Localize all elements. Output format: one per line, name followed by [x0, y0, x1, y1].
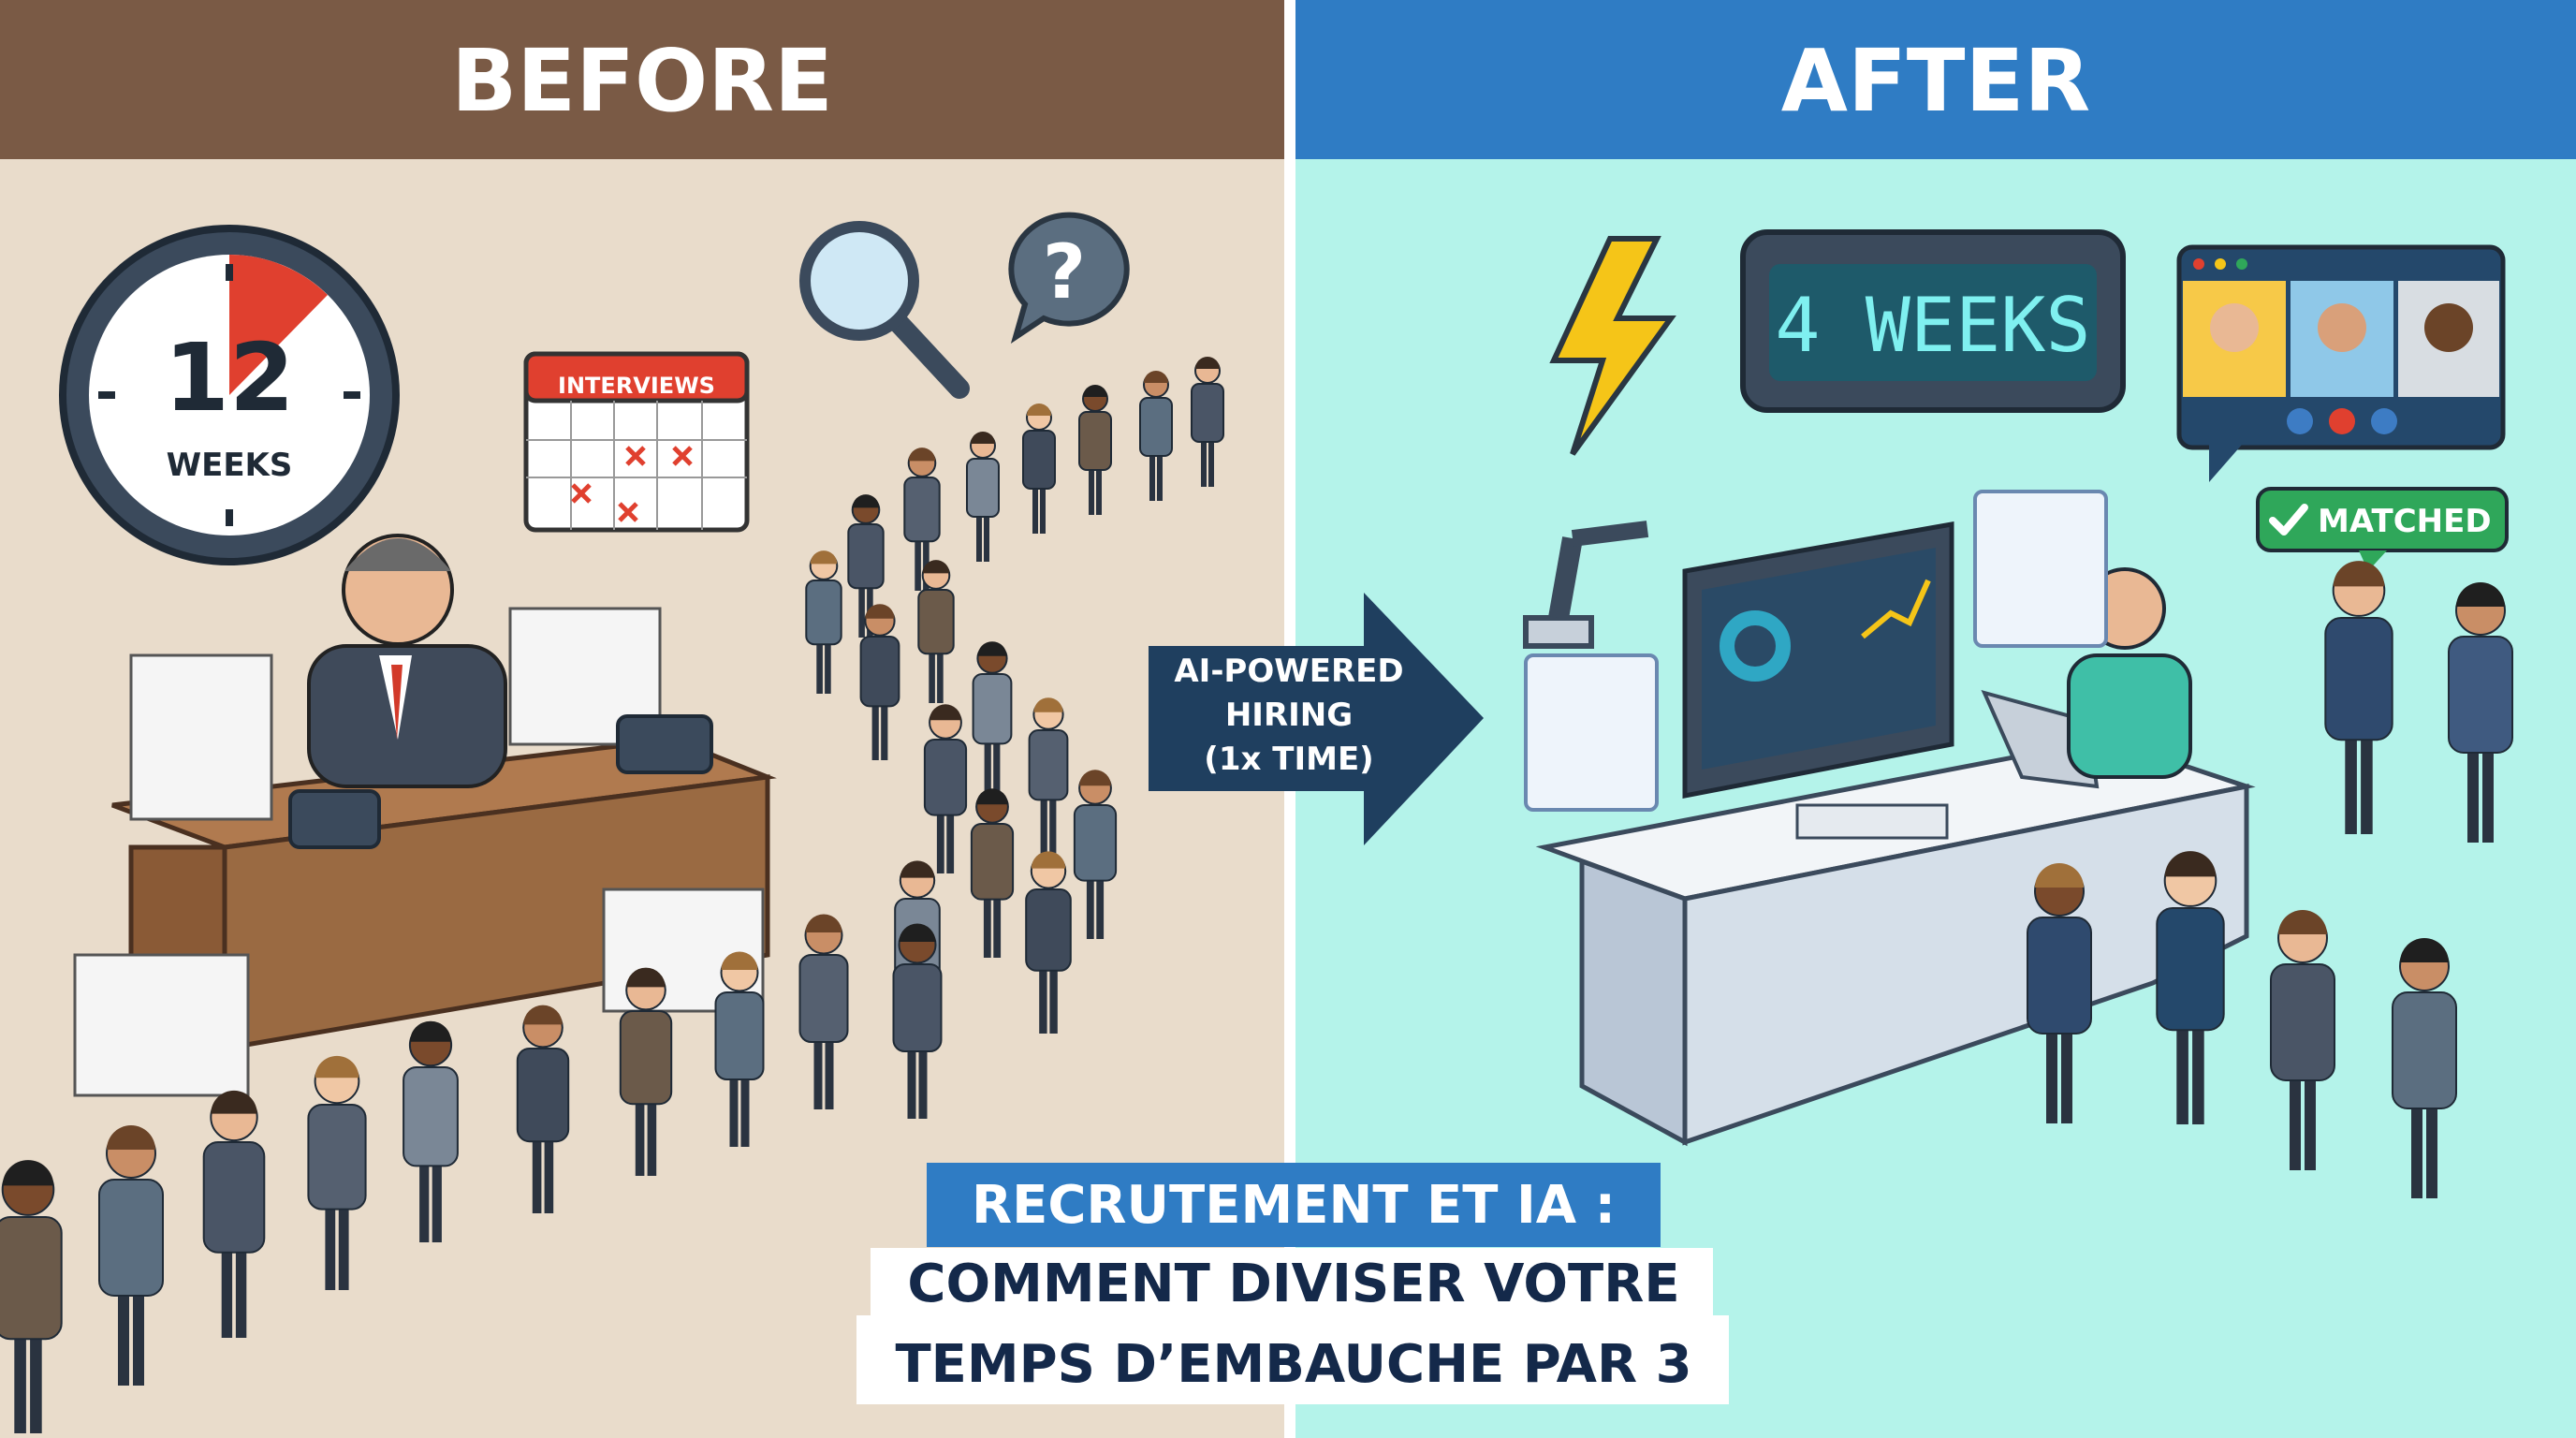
person-figure: [202, 1090, 266, 1338]
person-figure: [402, 1020, 459, 1242]
candidate-queue: [0, 357, 1224, 1433]
headline-line-2: COMMENT DIVISER VOTRE: [907, 1254, 1679, 1314]
clock-unit: WEEKS: [167, 447, 293, 484]
ai-hiring-arrow: AI-POWERED HIRING (1x TIME): [1149, 593, 1484, 845]
person-figure: [98, 1125, 164, 1386]
robot-arm-icon: [1523, 521, 1649, 649]
person-figure: [859, 604, 900, 760]
person-figure: [805, 550, 842, 694]
arrow-line-2: HIRING: [1225, 697, 1353, 734]
after-title: AFTER: [1781, 31, 2091, 131]
person-figure: [917, 560, 955, 703]
matched-badge: MATCHED: [2256, 487, 2509, 571]
arrow-line-1: AI-POWERED: [1174, 653, 1403, 690]
svg-text:?: ?: [1043, 228, 1086, 315]
person-figure: [1078, 385, 1112, 515]
cluttered-desk: [73, 534, 777, 1097]
person-figure: [972, 641, 1013, 798]
person-figure: [2324, 561, 2393, 834]
person-figure: [2156, 851, 2225, 1124]
headline-line-3: TEMPS D’EMBAUCHE PAR 3: [895, 1334, 1691, 1395]
question-bubble-icon: ?: [1008, 212, 1130, 345]
monitor-dashboard-icon: [1682, 521, 1954, 800]
person-figure: [1028, 697, 1069, 854]
person-figure: [798, 914, 849, 1109]
video-call-icon: [2176, 244, 2506, 482]
person-figure: [1025, 851, 1072, 1034]
headline: RECRUTEMENT ET IA : COMMENT DIVISER VOTR…: [856, 1163, 1729, 1404]
modern-desk: [1523, 490, 2256, 1147]
person-figure: [2448, 582, 2513, 843]
display-text: 4 WEEKS: [1775, 282, 2090, 369]
badge-label: MATCHED: [2318, 503, 2492, 540]
calendar-label: INTERVIEWS: [558, 373, 715, 399]
person-figure: [903, 448, 941, 591]
lightning-icon: [1549, 236, 1676, 456]
stopwatch-icon: 12 WEEKS: [59, 225, 400, 565]
person-figure: [970, 788, 1015, 958]
person-figure: [1073, 770, 1118, 939]
before-title: BEFORE: [451, 31, 833, 131]
check-icon: [2269, 504, 2308, 536]
person-figure: [0, 1160, 63, 1433]
clock-number: 12: [164, 323, 294, 433]
person-figure: [1191, 357, 1224, 487]
after-header: [1295, 0, 2576, 159]
magnifier-icon: [799, 221, 970, 399]
person-figure: [307, 1055, 367, 1290]
arrow-line-3: (1x TIME): [1204, 741, 1373, 778]
keyboard: [1795, 803, 1949, 840]
candidate-profile-card: [1524, 490, 2108, 812]
person-figure: [2392, 938, 2457, 1198]
person-figure: [966, 432, 1000, 562]
headline-line-1: RECRUTEMENT ET IA :: [972, 1175, 1616, 1236]
hired-team: [2027, 561, 2513, 1198]
person-figure: [892, 923, 943, 1119]
digital-clock-display: 4 WEEKS: [1740, 229, 2126, 413]
person-figure: [2027, 863, 2092, 1123]
person-figure: [714, 951, 765, 1147]
telephone-icon: [288, 714, 713, 849]
person-figure: [923, 704, 968, 873]
person-figure: [1022, 404, 1056, 534]
calendar-marks: [571, 446, 693, 522]
calendar-icon: INTERVIEWS: [523, 351, 750, 533]
before-header: [0, 0, 1284, 159]
resume-stack-icon: [73, 607, 765, 1097]
stressed-man: [307, 534, 507, 788]
person-figure: [2270, 910, 2335, 1170]
person-figure: [619, 967, 673, 1176]
person-figure: [516, 1005, 570, 1213]
person-figure: [1139, 371, 1173, 501]
